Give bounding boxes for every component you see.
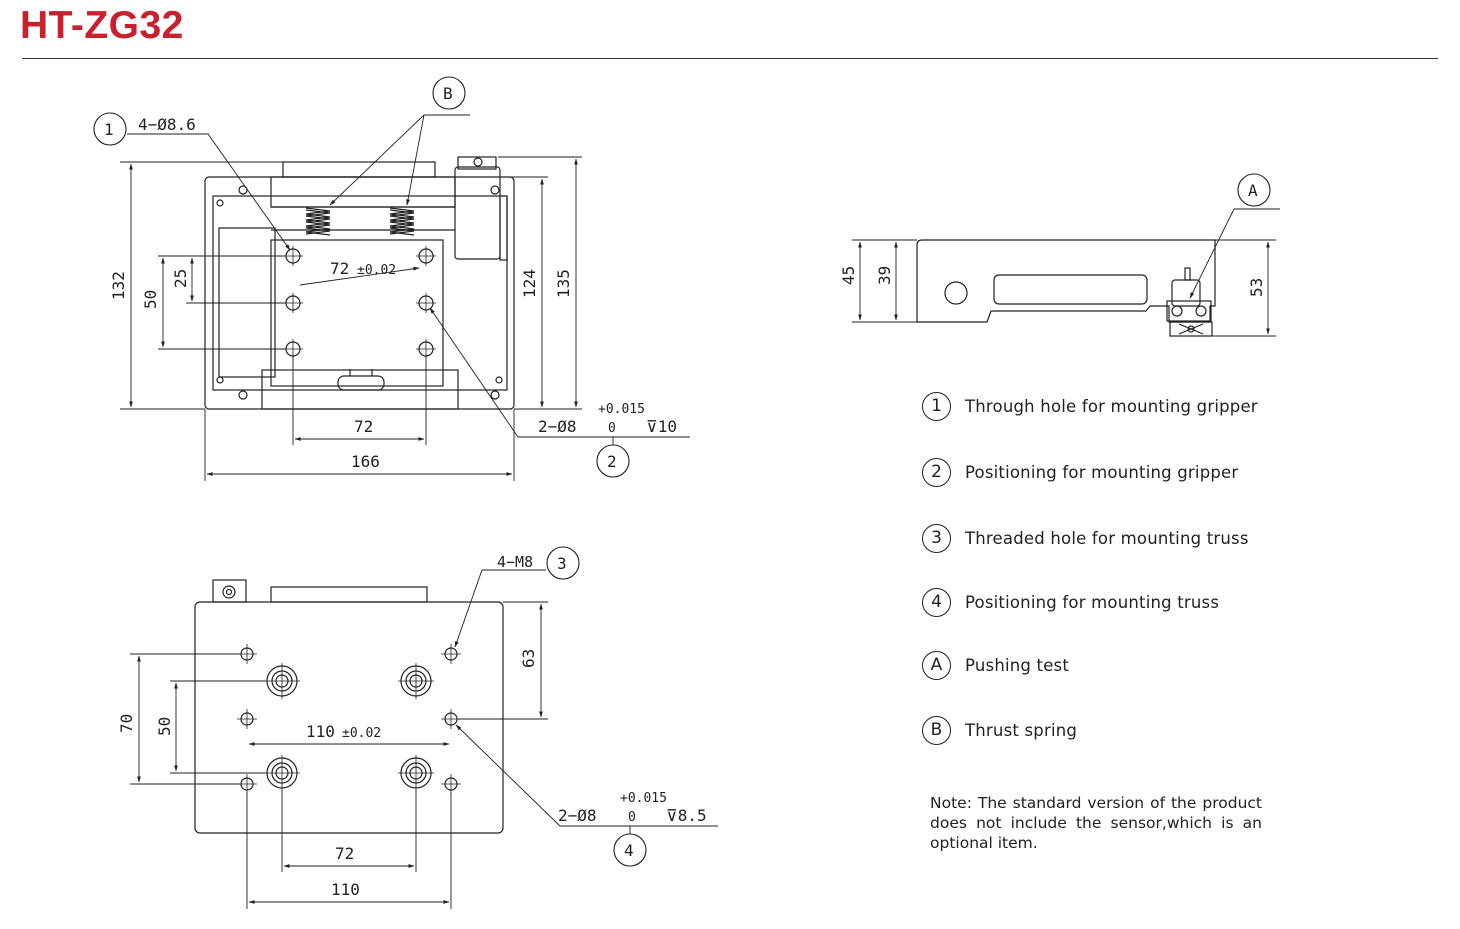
thrust-springs <box>305 207 415 236</box>
pin-callout-top: 2−Ø8 <box>538 417 577 436</box>
dim-39: 39 <box>875 266 894 285</box>
dim-110-bottom: 110 <box>331 880 360 899</box>
dim-50-top: 50 <box>141 290 160 309</box>
tol-plus-bottom: +0.015 <box>620 791 667 806</box>
bottom-view-dimensions <box>130 569 718 909</box>
legend-mark-1: 1 <box>922 391 951 421</box>
tol-zero-top: 0 <box>608 421 616 436</box>
dim-45: 45 <box>839 266 858 285</box>
depth-bottom: ⊽8.5 <box>666 806 707 825</box>
dim-132: 132 <box>109 271 128 300</box>
bottom-view <box>194 579 504 834</box>
legend-text-3: Threaded hole for mounting truss <box>965 528 1249 548</box>
legend-text-a: Pushing test <box>965 655 1070 675</box>
legend-mark-4: 4 <box>922 587 951 617</box>
dim-53: 53 <box>1247 278 1266 297</box>
dim-72-bottom-view: 72 <box>335 844 354 863</box>
dim-72-pitch: 72 <box>330 259 349 278</box>
dim-63: 63 <box>519 649 538 668</box>
top-view <box>204 156 515 410</box>
side-view-labels: A 45 39 53 <box>839 181 1266 297</box>
title-divider <box>22 58 1438 59</box>
top-view-labels: 1 B 2 4−Ø8.6 72 ±0.02 72 166 132 50 25 1… <box>104 84 677 471</box>
legend-text-2: Positioning for mounting gripper <box>965 462 1239 482</box>
bottom-view-balloons <box>546 546 647 867</box>
top-view-dimensions <box>120 114 690 481</box>
top-view-balloons <box>93 76 630 478</box>
dim-110-tolerance: ±0.02 <box>342 726 381 741</box>
balloon-4: 4 <box>624 841 634 860</box>
legend-text-4: Positioning for mounting truss <box>965 592 1220 612</box>
side-view-balloons <box>1237 173 1271 207</box>
side-view <box>916 239 1216 337</box>
dim-25: 25 <box>171 269 190 288</box>
legend-text-b: Thrust spring <box>965 720 1078 740</box>
legend-mark-2: 2 <box>922 457 951 487</box>
sensor-note: Note: The standard version of the produc… <box>930 794 1262 852</box>
dim-124: 124 <box>520 269 539 298</box>
balloon-1-top: 1 <box>104 120 114 139</box>
pin-callout-bottom: 2−Ø8 <box>558 806 597 825</box>
legend-text-1: Through hole for mounting gripper <box>965 396 1258 416</box>
legend-item-a: A Pushing test <box>922 648 1069 682</box>
legend-item-b: B Thrust spring <box>922 713 1077 747</box>
tol-plus-top: +0.015 <box>598 402 645 417</box>
legend-item-4: 4 Positioning for mounting truss <box>922 585 1219 619</box>
bottom-view-holes <box>237 644 461 794</box>
side-view-dimensions <box>852 208 1280 337</box>
bottom-view-labels: 3 4 4−M8 110 ±0.02 70 50 63 72 110 2−Ø8 … <box>117 553 707 899</box>
dim-166: 166 <box>351 452 380 471</box>
legend-item-3: 3 Threaded hole for mounting truss <box>922 521 1249 555</box>
dim-72-tolerance: ±0.02 <box>357 263 396 278</box>
balloon-a: A <box>1248 181 1258 200</box>
hole-callout-4-8-6: 4−Ø8.6 <box>138 115 196 134</box>
depth-top: ⊽10 <box>646 417 677 436</box>
legend-mark-b: B <box>922 715 951 745</box>
legend-item-2: 2 Positioning for mounting gripper <box>922 455 1238 489</box>
legend-mark-a: A <box>922 650 951 680</box>
balloon-3: 3 <box>557 554 567 573</box>
legend-item-1: 1 Through hole for mounting gripper <box>922 389 1258 423</box>
legend-mark-3: 3 <box>922 523 951 553</box>
top-view-holes <box>283 246 436 359</box>
dim-70: 70 <box>117 714 136 733</box>
dim-50-bottom: 50 <box>155 717 174 736</box>
balloon-b: B <box>443 84 453 103</box>
dim-135: 135 <box>554 269 573 298</box>
dim-110-pitch: 110 <box>306 722 335 741</box>
balloon-2: 2 <box>607 452 617 471</box>
tol-zero-bottom: 0 <box>628 810 636 825</box>
product-title: HT-ZG32 <box>20 4 184 47</box>
dim-72-bottom: 72 <box>354 417 373 436</box>
thread-callout-4-m8: 4−M8 <box>497 553 533 571</box>
